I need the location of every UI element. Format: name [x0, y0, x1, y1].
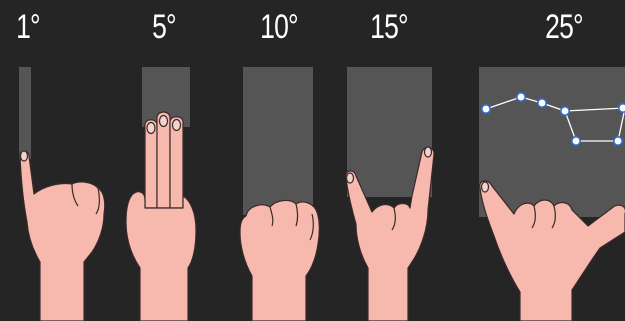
band-1-degree: [19, 67, 31, 159]
star: [572, 137, 580, 145]
star: [614, 137, 622, 145]
hand-three-fingers: [126, 112, 196, 321]
star: [482, 105, 490, 113]
star: [538, 99, 546, 107]
star: [619, 104, 625, 112]
hand-little-finger: [20, 151, 105, 321]
star: [517, 93, 525, 101]
band-25-degrees: [479, 67, 625, 217]
hand-fist: [240, 200, 319, 321]
star: [561, 107, 569, 115]
band-10-degrees: [243, 67, 313, 215]
